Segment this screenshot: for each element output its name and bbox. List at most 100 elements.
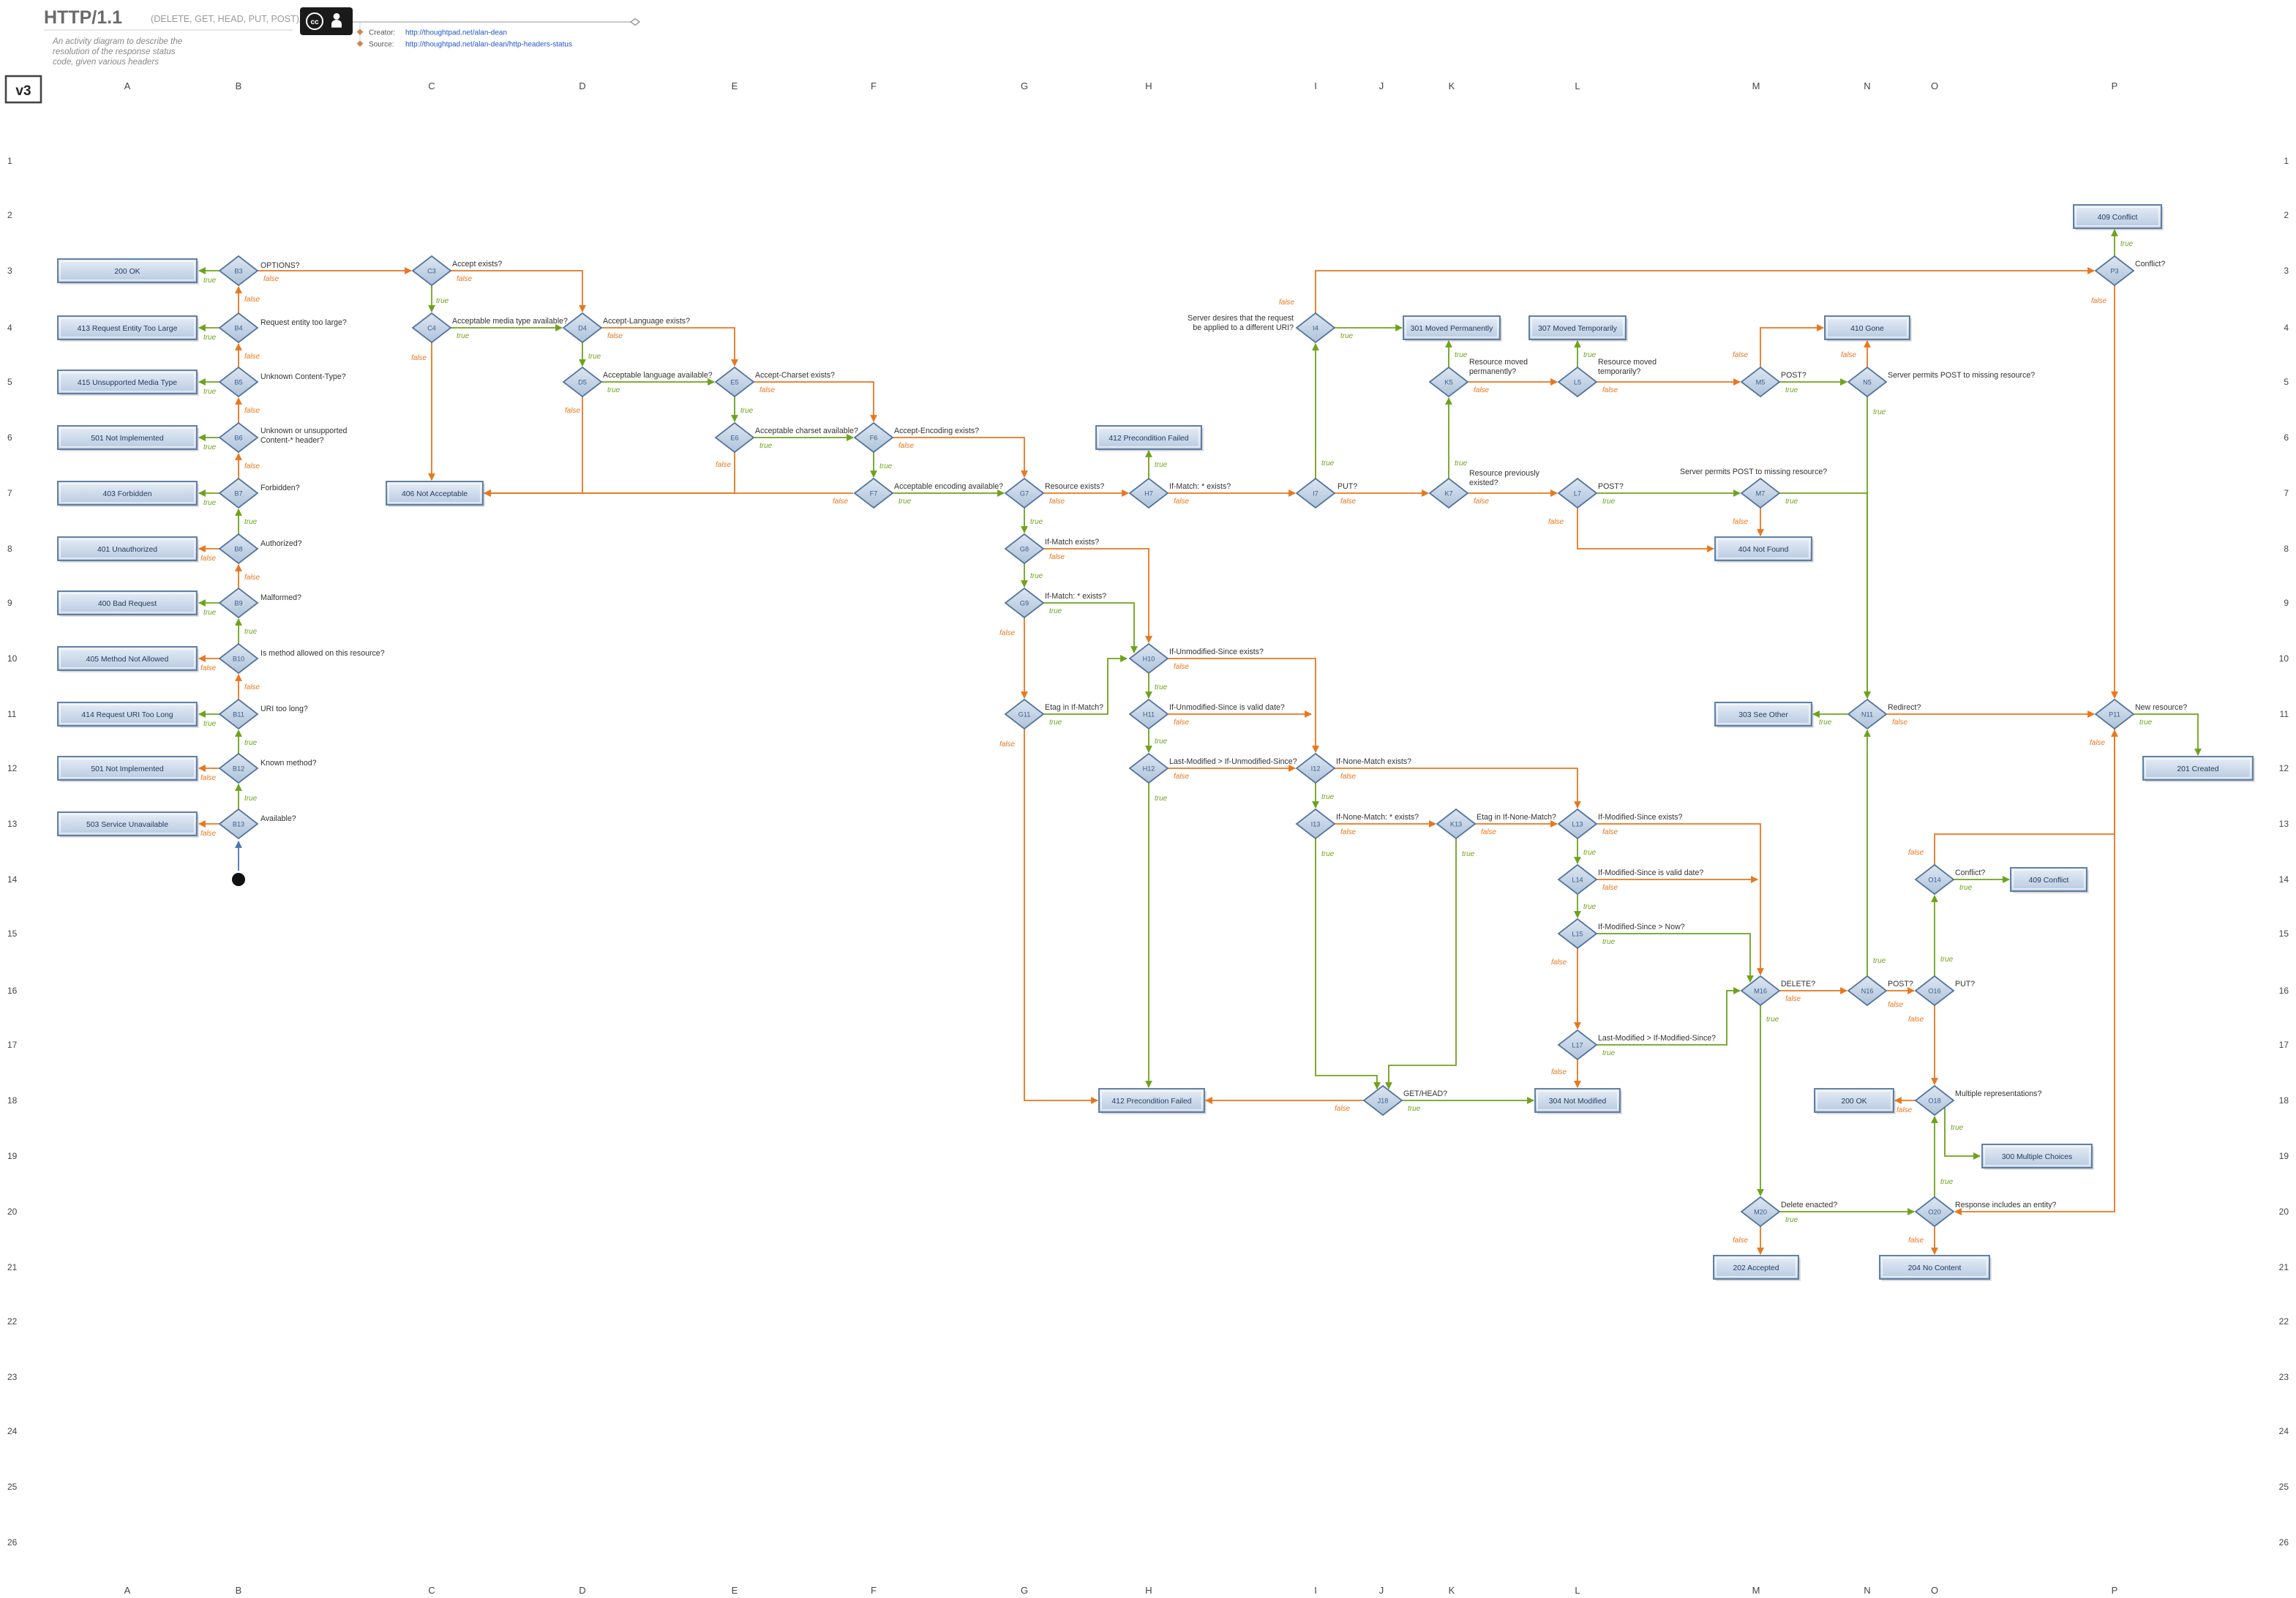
decision-id: L15 bbox=[1572, 930, 1583, 937]
grid-column-label: E bbox=[732, 80, 738, 91]
edge-O18-s200n18: false bbox=[1894, 1097, 1916, 1114]
edge-B10-B9: true bbox=[235, 618, 258, 644]
edge-K7-K5: true bbox=[1445, 397, 1468, 479]
grid-column-label: L bbox=[1575, 1585, 1580, 1596]
edge-guard-label: false bbox=[1279, 299, 1295, 307]
edge-F7-G7: true bbox=[893, 489, 1005, 506]
grid-row-label: 21 bbox=[2279, 1262, 2289, 1272]
edge-O20-O18: true bbox=[1931, 1116, 1954, 1197]
edge-E5-F6: false bbox=[754, 381, 877, 422]
edge-guard-label: false bbox=[1335, 1105, 1351, 1113]
edge-guard-label: true bbox=[607, 386, 620, 394]
edge-E5-E6: true bbox=[731, 397, 754, 422]
decision-question: existed? bbox=[1469, 479, 1498, 487]
decision-question: Multiple representations? bbox=[1955, 1089, 2041, 1098]
edge-guard-label: true bbox=[244, 628, 258, 636]
edge-guard-label: true bbox=[1602, 938, 1616, 946]
edge-guard-label: false bbox=[759, 386, 776, 394]
edge-G7-G8: true bbox=[1021, 508, 1043, 533]
status-label: 200 OK bbox=[1841, 1098, 1867, 1106]
creator-link[interactable]: http://thoughtpad.net/alan-dean bbox=[405, 29, 507, 37]
decision-id: B13 bbox=[233, 820, 244, 828]
status-label: 401 Unauthorized bbox=[97, 546, 157, 554]
edge-guard-label: true bbox=[1940, 1178, 1954, 1186]
edge-guard-label: true bbox=[1155, 683, 1168, 691]
edge-B8-B7: true bbox=[235, 509, 258, 534]
decision-question: If-Match: * exists? bbox=[1169, 482, 1231, 491]
version-badge: v3 bbox=[4, 75, 42, 104]
status-label: 404 Not Found bbox=[1738, 546, 1789, 554]
edge-L14-M16: false bbox=[1597, 876, 1758, 892]
decision-id: O14 bbox=[1928, 876, 1940, 883]
edge-guard-label: false bbox=[1340, 828, 1357, 836]
grid-row-label: 1 bbox=[7, 156, 12, 166]
decision-id: E6 bbox=[730, 434, 738, 441]
grid-row-label: 23 bbox=[7, 1372, 18, 1382]
edge-I7-K7: false bbox=[1335, 489, 1429, 506]
edge-guard-label: false bbox=[716, 461, 732, 469]
edge-L15-L17: false bbox=[1551, 948, 1581, 1029]
svg-text:cc: cc bbox=[310, 18, 319, 26]
edge-B3-s200a3: true bbox=[198, 267, 220, 285]
edge-M20-O20: true bbox=[1779, 1208, 1915, 1224]
edge-L13-M16: false bbox=[1597, 823, 1764, 975]
edge-guard-label: false bbox=[1474, 498, 1490, 506]
edge-K13-L13: false bbox=[1475, 820, 1558, 836]
edge-L7-s404: false bbox=[1548, 508, 1714, 552]
decision-id: B11 bbox=[233, 710, 244, 718]
edge-B5-s415: true bbox=[198, 378, 220, 396]
edge-L13-L14: true bbox=[1574, 839, 1597, 864]
edge-guard-label: false bbox=[1897, 1106, 1913, 1114]
decision-question: Resource previously bbox=[1469, 469, 1540, 478]
source-link[interactable]: http://thoughtpad.net/alan-dean/http-hea… bbox=[405, 41, 572, 49]
edge-guard-label: false bbox=[1174, 719, 1190, 727]
status-box-s501a6: 501 Not Implemented bbox=[57, 425, 199, 451]
edge-guard-label: true bbox=[879, 462, 893, 470]
edge-guard-label: false bbox=[1551, 1068, 1567, 1076]
edge-guard-label: true bbox=[1340, 332, 1354, 340]
edge-guard-label: true bbox=[1959, 884, 1973, 892]
grid-row-label: 1 bbox=[2284, 156, 2289, 166]
decision-id: N5 bbox=[1863, 378, 1872, 386]
edge-guard-label: true bbox=[203, 499, 217, 507]
decision-id: N16 bbox=[1861, 987, 1874, 994]
edge-guard-label: true bbox=[1785, 498, 1798, 506]
decision-question: Resource moved bbox=[1598, 358, 1657, 367]
edge-guard-label: true bbox=[203, 609, 217, 617]
status-label: 304 Not Modified bbox=[1549, 1098, 1607, 1106]
edge-guard-label: false bbox=[565, 407, 581, 415]
edge-K13-J18: true bbox=[1385, 839, 1475, 1089]
decision-question: Delete enacted? bbox=[1781, 1201, 1837, 1209]
status-label: 303 See Other bbox=[1738, 711, 1788, 719]
status-label: 501 Not Implemented bbox=[91, 435, 164, 443]
decision-question: Accept-Language exists? bbox=[603, 317, 690, 326]
decision-question: If-Match exists? bbox=[1045, 538, 1099, 547]
edge-guard-label: true bbox=[1155, 738, 1168, 746]
edge-guard-label: true bbox=[1583, 903, 1597, 911]
decision-id: L13 bbox=[1572, 820, 1583, 828]
edge-F6-F7: true bbox=[870, 452, 893, 478]
grid-column-label: D bbox=[579, 1585, 585, 1596]
decision-id: C3 bbox=[427, 267, 436, 274]
decision-id: F6 bbox=[870, 434, 878, 441]
status-box-s303: 303 See Other bbox=[1714, 702, 1814, 728]
decision-id: L5 bbox=[1574, 378, 1581, 386]
edge-guard-label: true bbox=[898, 498, 912, 506]
decision-question: If-Unmodified-Since exists? bbox=[1169, 648, 1264, 656]
decision-id: F7 bbox=[870, 489, 878, 497]
edge-B5-B4: false bbox=[235, 343, 260, 367]
decision-question: OPTIONS? bbox=[260, 261, 300, 270]
edge-guard-label: false bbox=[1908, 1016, 1924, 1024]
